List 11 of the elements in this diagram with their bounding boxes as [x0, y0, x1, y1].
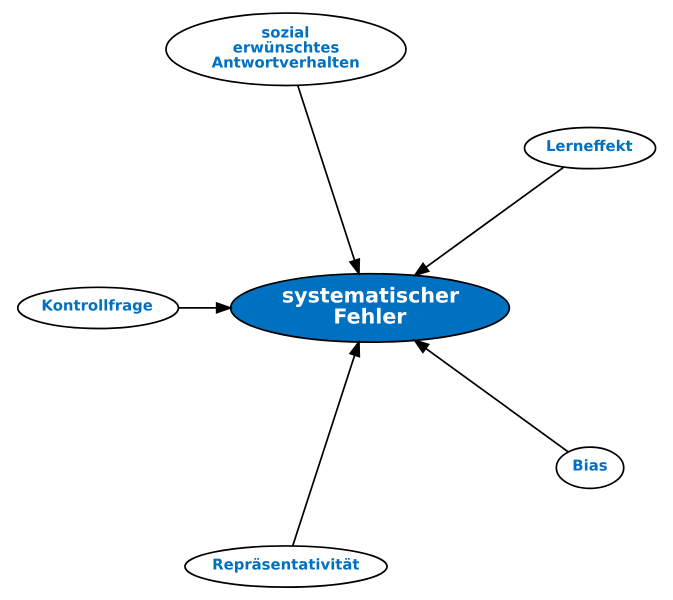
arrow: [412, 338, 569, 453]
node-ellipse: Bias: [556, 446, 625, 490]
arrow: [178, 302, 234, 314]
arrow: [297, 86, 360, 276]
arrow: [412, 166, 564, 277]
node-ellipse: Lerneffekt: [524, 126, 656, 170]
node-ellipse: systematischer Fehler: [230, 272, 510, 343]
arrow: [292, 340, 360, 546]
node-ellipse: sozial erwünschtes Antwortverhalten: [165, 12, 407, 86]
node-ellipse: Repräsentativität: [184, 545, 388, 588]
node-ellipse: Kontrollfrage: [16, 286, 180, 330]
